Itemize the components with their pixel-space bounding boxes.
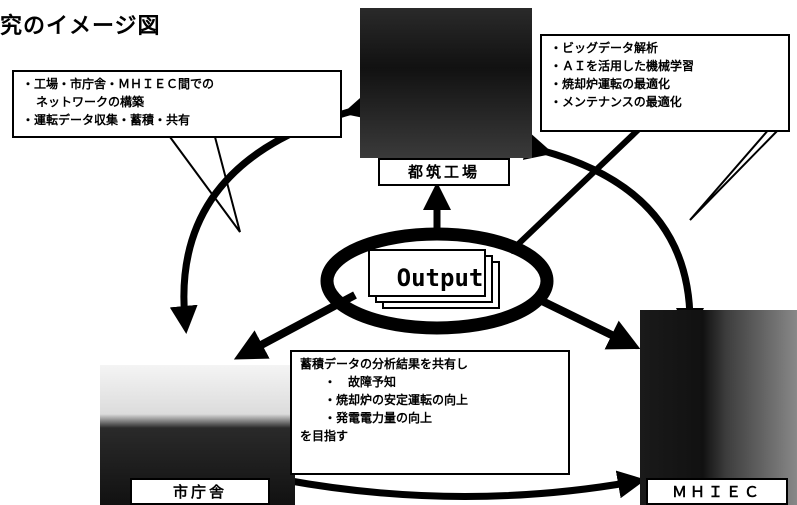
callout-line: 蓄積データの分析結果を共有し — [300, 357, 469, 371]
arc-city-mhiec — [268, 463, 646, 501]
output-document-stack — [368, 249, 500, 309]
analysis-link-line — [507, 125, 643, 255]
callout-line: ・焼却炉運転の最適化 — [550, 77, 671, 91]
callout-line: ・メンテナンスの最適化 — [550, 95, 682, 109]
arc-tsuzuki-mhiec — [522, 132, 704, 336]
callout-line: を目指す — [300, 429, 349, 443]
callout-line: ・焼却炉の安定運転の向上 — [324, 393, 469, 407]
tsuzuki-plant-photo — [360, 8, 532, 158]
arrow-to-mhiec — [538, 296, 641, 350]
arrow-to-city — [233, 291, 357, 360]
callout-line: ・発電電力量の向上 — [324, 411, 433, 425]
analysis-callout: ・ビッグデータ解析 ・ＡＩを活用した機械学習 ・焼却炉運転の最適化 ・メンテナン… — [540, 34, 790, 132]
callout-right-tail — [689, 127, 781, 221]
node-label-tsuzuki: 都筑工場 — [378, 158, 510, 186]
node-label-mhiec: ＭＨＩＥＣ — [646, 478, 788, 505]
callout-line: ・ビッグデータ解析 — [550, 41, 659, 55]
network-callout: ・工場・市庁舎・ＭＨＩＥＣ間での ネットワークの構築 ・運転データ収集・蓄積・共… — [12, 70, 342, 138]
goals-callout: 蓄積データの分析結果を共有し ・ 故障予知 ・焼却炉の安定運転の向上 ・発電電力… — [290, 350, 570, 475]
diagram-title: 究のイメージ図 — [0, 14, 161, 39]
mhiec-photo — [640, 310, 797, 505]
node-label-city-hall: 市庁舎 — [130, 478, 270, 505]
callout-line: ・ 故障予知 — [324, 375, 397, 389]
callout-line: ・運転データ収集・蓄積・共有 — [22, 113, 191, 127]
callout-line: ・ＡＩを活用した機械学習 — [550, 59, 695, 73]
output-label: Output — [396, 264, 484, 292]
callout-line: ・工場・市庁舎・ＭＨＩＥＣ間での — [22, 77, 215, 91]
callout-left-tail — [169, 136, 241, 233]
callout-line: ネットワークの構築 — [36, 95, 145, 109]
